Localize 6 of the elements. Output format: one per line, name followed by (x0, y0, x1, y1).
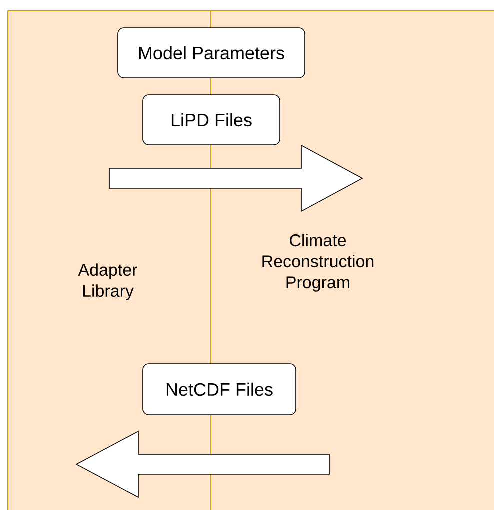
process-box: LiPD Files (142, 94, 280, 146)
block-arrow (109, 144, 364, 212)
node-label: Climate Reconstruction Program (262, 234, 374, 292)
process-box: NetCDF Files (142, 364, 296, 416)
block-arrow (76, 430, 330, 498)
process-box: Model Parameters (118, 28, 306, 78)
